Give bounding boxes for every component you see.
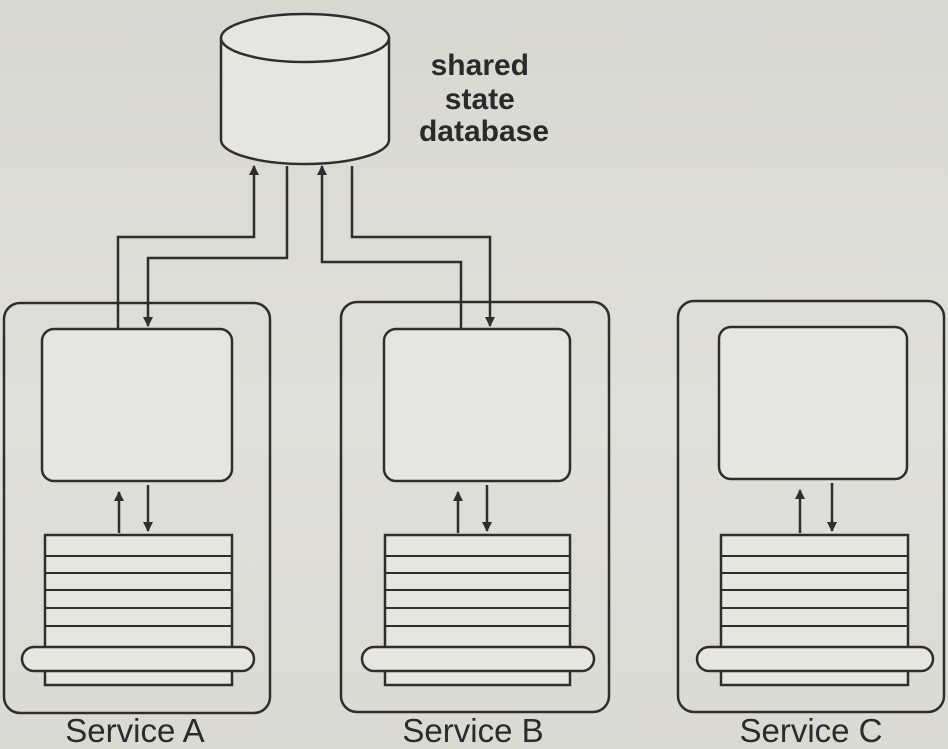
arrow-database-to-service-b: [350, 166, 495, 327]
service-data-store: [20, 533, 256, 687]
service-container: [676, 299, 946, 714]
service-b: Service B: [339, 300, 611, 749]
arrow-service-b-to-database: [317, 165, 463, 328]
service-process-box: [40, 327, 234, 483]
service-process-box: [717, 325, 909, 481]
service-label: Service A: [65, 712, 204, 749]
database-label-line: database: [419, 115, 549, 148]
data-store-tray: [695, 645, 935, 673]
database-cylinder-body: [219, 38, 391, 166]
database-label-line: shared: [431, 49, 529, 82]
service-process-box: [382, 327, 572, 483]
service-label: Service C: [739, 712, 882, 749]
service-container: [2, 301, 272, 715]
arrow-database-to-service-a: [143, 166, 289, 327]
database-cylinder-top: [219, 12, 391, 64]
service-data-store: [360, 533, 596, 687]
database-label-line: state: [445, 83, 515, 116]
service-container: [339, 300, 611, 714]
service-c: Service C: [676, 299, 946, 749]
arrow-service-a-to-database: [116, 165, 259, 328]
data-store-tray: [20, 645, 256, 673]
shared-database: [219, 12, 391, 166]
database-label: shared state database: [419, 49, 549, 148]
service-label: Service B: [402, 712, 543, 749]
data-store-tray: [360, 645, 596, 673]
service-a: Service A: [2, 301, 272, 749]
service-data-store: [695, 533, 935, 687]
